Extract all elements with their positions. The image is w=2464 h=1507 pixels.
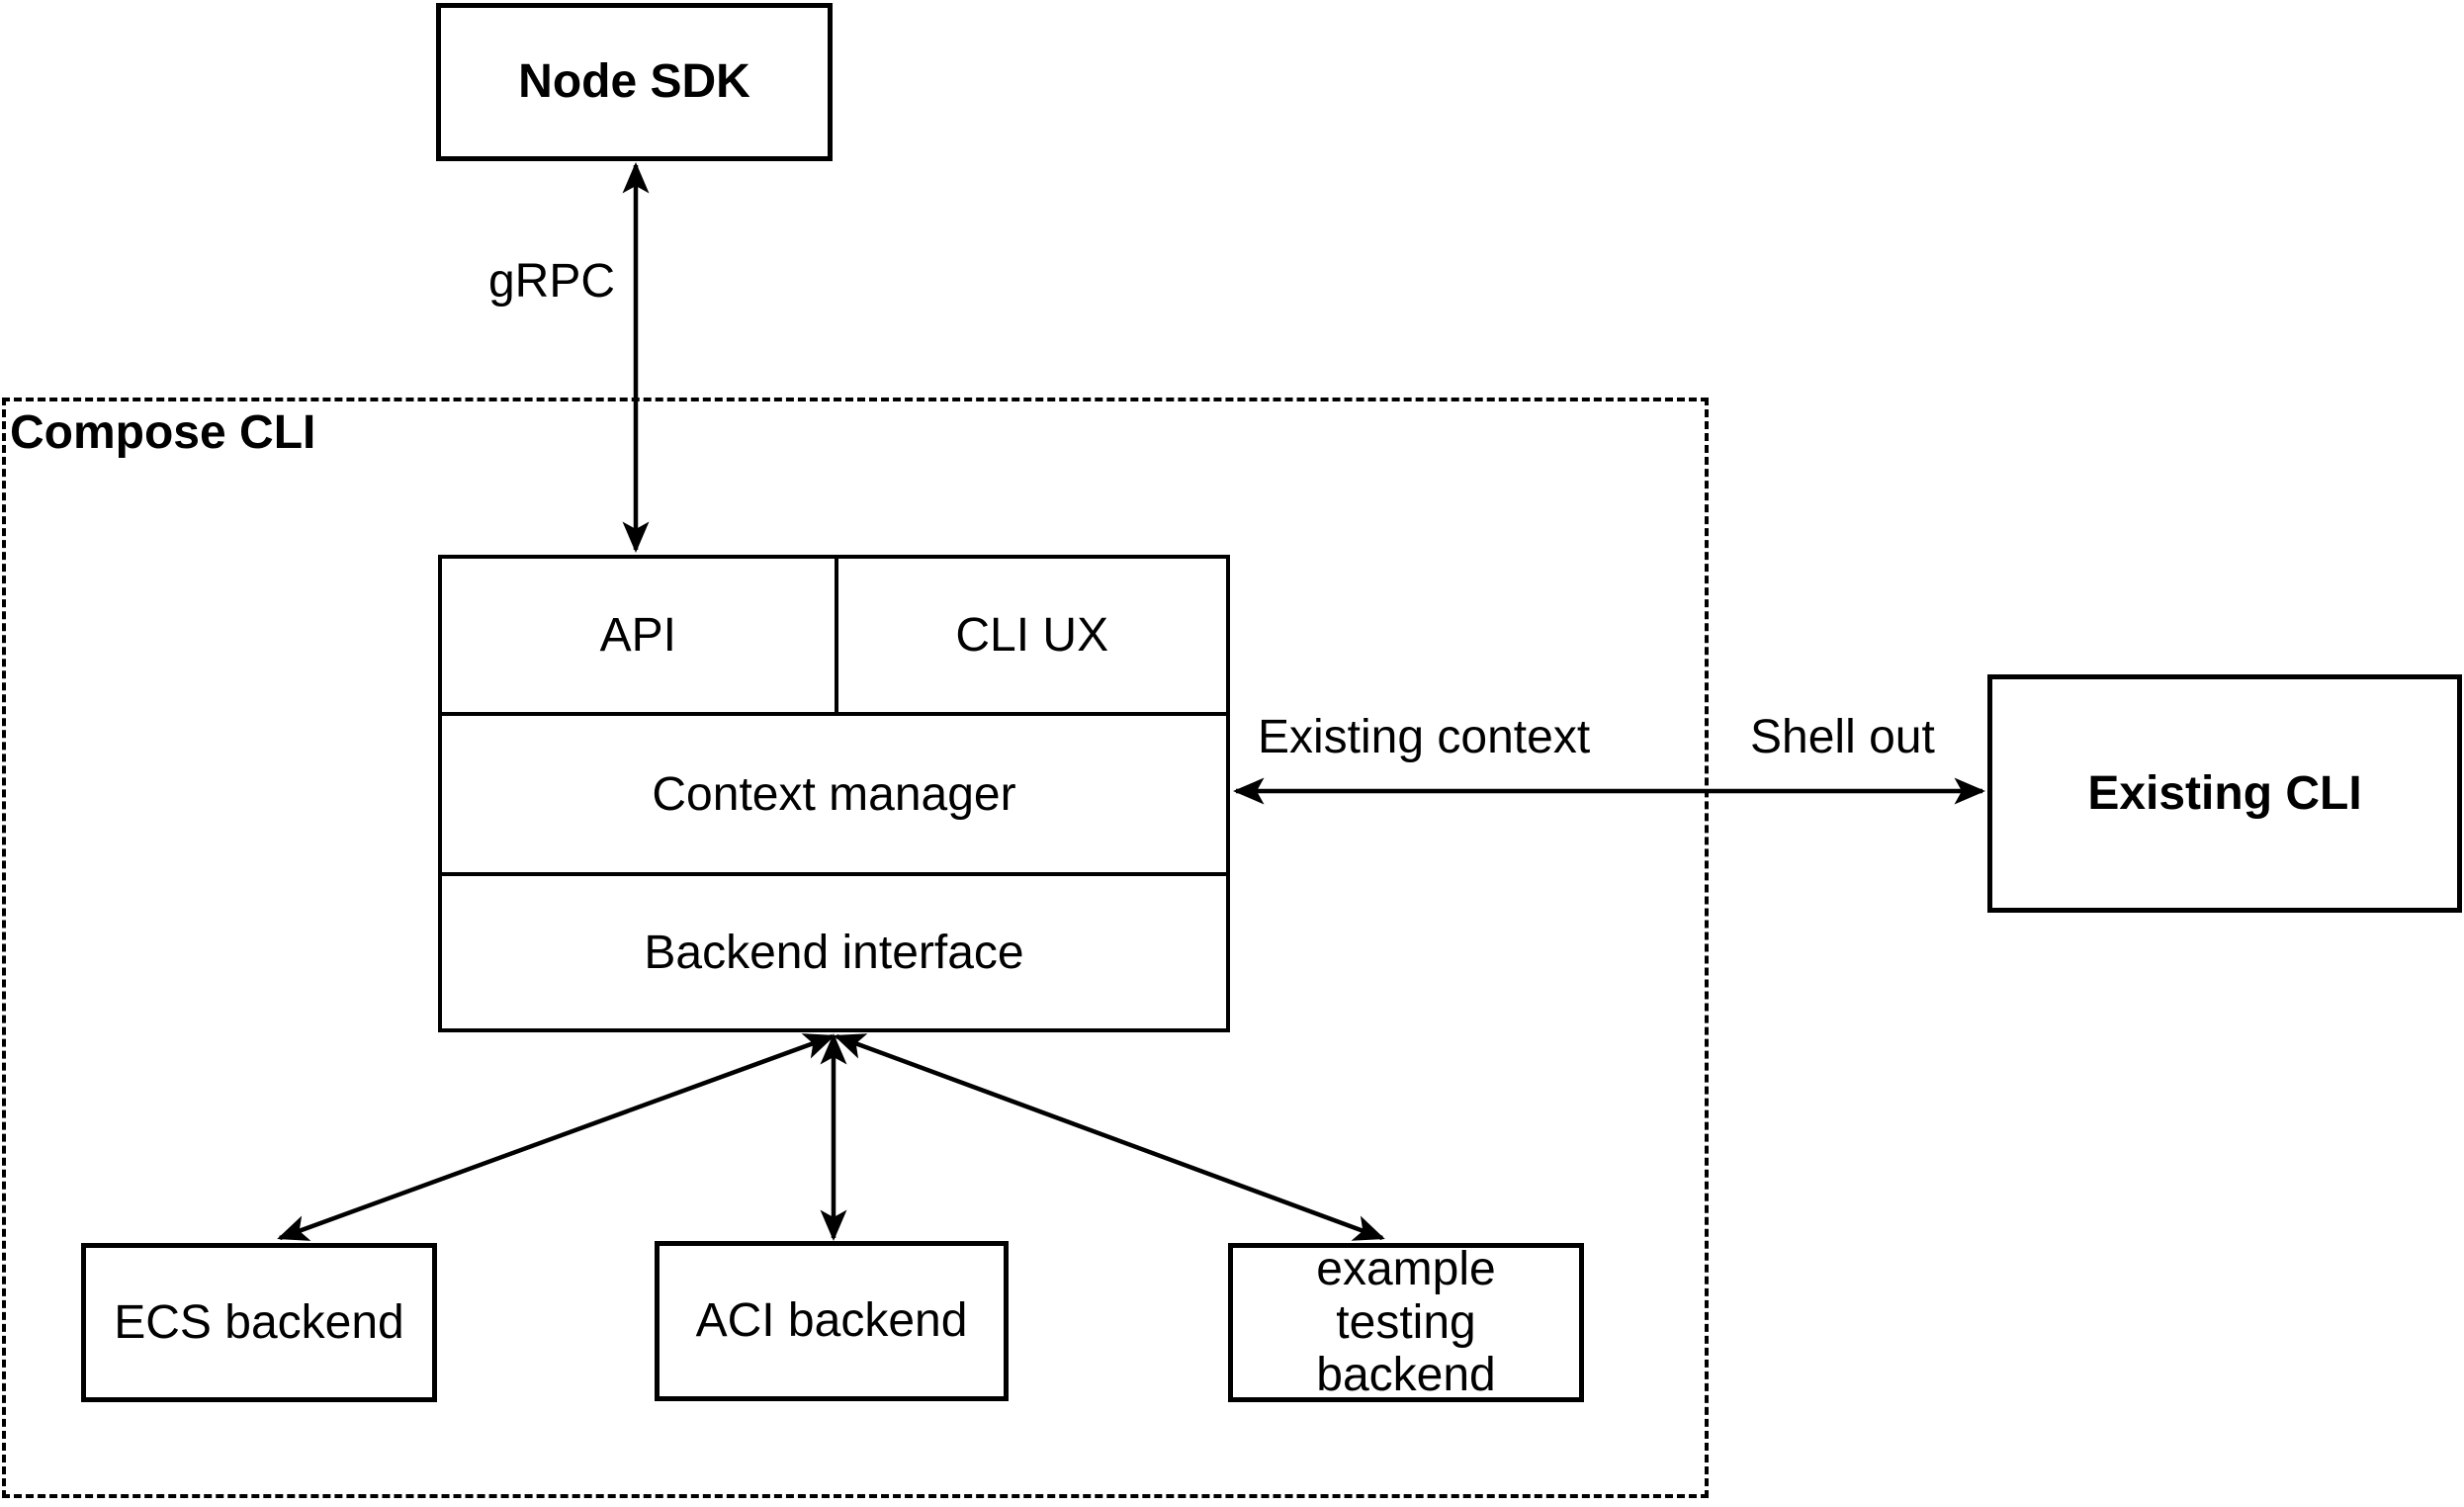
context-manager-label: Context manager [652,767,1016,821]
node-compose-cli-stack: API CLI UX Context manager Backend inter… [438,555,1230,1032]
compose-cli-group-label: Compose CLI [10,406,316,459]
stack-top-row: API CLI UX [442,559,1226,712]
cli-ux-label: CLI UX [955,609,1109,662]
group-compose-cli [2,398,1709,1498]
node-node-sdk: Node SDK [436,3,833,161]
backend-interface-label: Backend interface [644,926,1024,979]
node-backend-interface: Backend interface [442,872,1226,1028]
node-sdk-label: Node SDK [518,55,750,109]
ecs-backend-label: ECS backend [114,1295,404,1349]
example-testing-backend-label: example testing backend [1316,1242,1496,1402]
node-cli-ux: CLI UX [834,559,1227,712]
existing-cli-label: Existing CLI [2087,766,2362,820]
node-existing-cli: Existing CLI [1987,674,2462,913]
node-aci-backend: ACI backend [655,1241,1009,1401]
node-ecs-backend: ECS backend [81,1243,437,1402]
node-api: API [442,559,835,712]
shell-out-edge-label: Shell out [1750,711,1935,763]
grpc-edge-label: gRPC [487,255,615,308]
aci-backend-label: ACI backend [695,1294,968,1348]
node-example-testing-backend: example testing backend [1228,1243,1584,1402]
node-context-manager: Context manager [442,712,1226,872]
api-label: API [599,609,676,662]
existing-context-edge-label: Existing context [1258,711,1591,763]
